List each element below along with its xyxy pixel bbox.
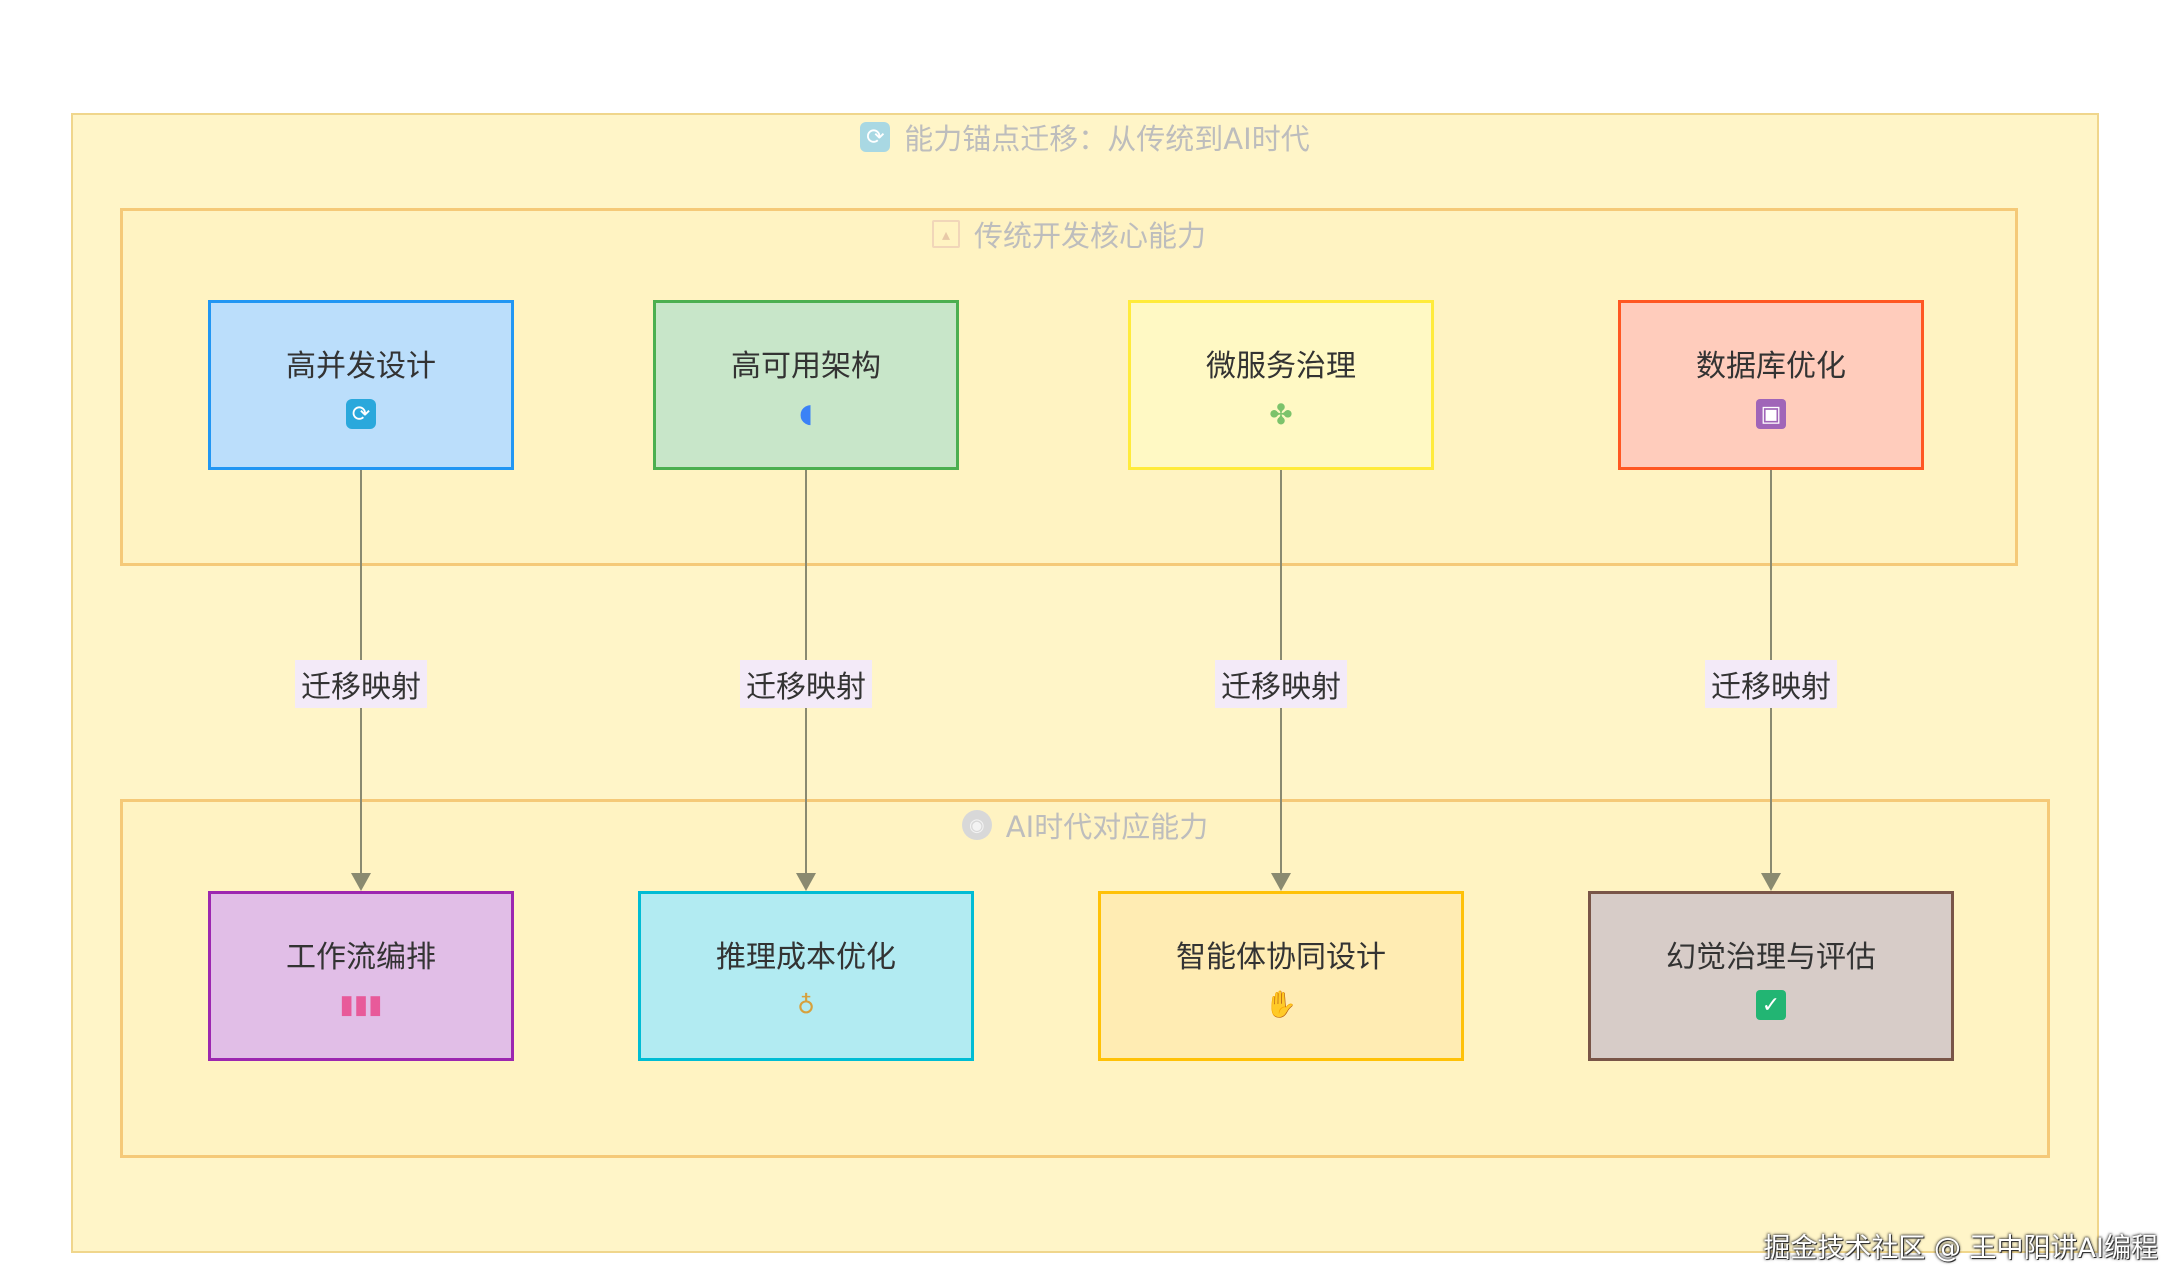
bar-chart-icon: ▮▮▮: [339, 990, 383, 1020]
group-ai-era-title-text: AI时代对应能力: [1005, 810, 1209, 844]
edge-arrowhead: [1271, 873, 1291, 891]
edge-label: 迁移映射: [740, 660, 872, 708]
group-traditional-title: ▴ 传统开发核心能力: [123, 211, 2015, 257]
refresh-icon: ⟳: [346, 399, 376, 429]
group-ai-era-title: ◉ AI时代对应能力: [123, 802, 2047, 848]
node-workflow-orchestration[interactable]: 工作流编排 ▮▮▮: [208, 891, 514, 1061]
check-mark-icon: ✓: [1756, 990, 1786, 1020]
refresh-icon: ⟳: [860, 122, 891, 152]
node-microservice-governance[interactable]: 微服务治理 ✤: [1128, 300, 1434, 470]
puzzle-icon: ✤: [1269, 397, 1293, 431]
node-label: 幻觉治理与评估: [1666, 940, 1876, 975]
edge-label: 迁移映射: [1705, 660, 1837, 708]
node-high-concurrency[interactable]: 高并发设计 ⟳: [208, 300, 514, 470]
edge-label: 迁移映射: [1215, 660, 1347, 708]
node-database-optimization[interactable]: 数据库优化 ▣: [1618, 300, 1924, 470]
group-traditional-title-text: 传统开发核心能力: [973, 219, 1206, 253]
edge-arrowhead: [1761, 873, 1781, 891]
edge-arrowhead: [351, 873, 371, 891]
node-label: 智能体协同设计: [1176, 940, 1386, 975]
node-label: 数据库优化: [1696, 349, 1846, 384]
node-label: 工作流编排: [286, 940, 436, 975]
node-agent-collaboration-design[interactable]: 智能体协同设计 ✋: [1098, 891, 1464, 1061]
edge-arrowhead: [796, 873, 816, 891]
chart-icon: ▴: [931, 220, 960, 248]
shield-icon: ◖: [799, 399, 813, 429]
watermark: 掘金技术社区 @ 王中阳讲AI编程: [1763, 1233, 2158, 1264]
diagram-title: ⟳ 能力锚点迁移：从传统到AI时代: [73, 115, 2097, 159]
node-label: 微服务治理: [1206, 349, 1356, 384]
handshake-icon: ✋: [1264, 990, 1298, 1020]
robot-icon: ◉: [961, 810, 992, 840]
node-hallucination-governance[interactable]: 幻觉治理与评估 ✓: [1588, 891, 1954, 1061]
node-label: 高可用架构: [731, 349, 881, 384]
floppy-disk-icon: ▣: [1756, 399, 1786, 429]
node-label: 高并发设计: [286, 349, 436, 384]
node-label: 推理成本优化: [716, 940, 896, 975]
money-bag-icon: ♁: [797, 991, 815, 1019]
edge-label: 迁移映射: [295, 660, 427, 708]
node-inference-cost-optimization[interactable]: 推理成本优化 ♁: [638, 891, 974, 1061]
node-high-availability[interactable]: 高可用架构 ◖: [653, 300, 959, 470]
diagram-title-text: 能力锚点迁移：从传统到AI时代: [904, 122, 1310, 156]
